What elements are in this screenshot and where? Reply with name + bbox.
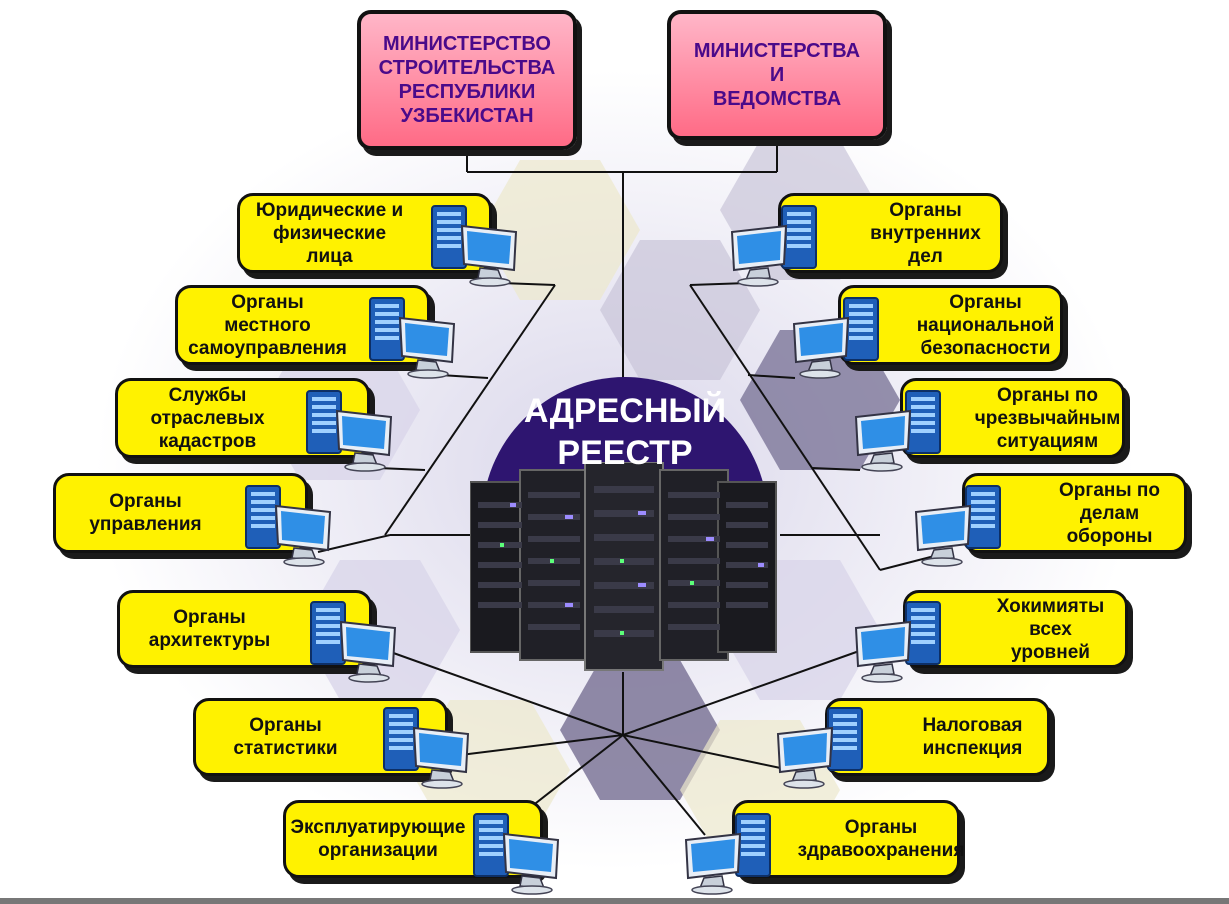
- computer-icon: [473, 813, 560, 895]
- connector-left-4: [384, 649, 624, 736]
- computer-icon: [730, 205, 817, 287]
- computer-icon: [306, 390, 393, 472]
- computer-icon: [383, 707, 470, 789]
- ministry-construction-box: МИНИСТЕРСТВО СТРОИТЕЛЬСТВА РЕСПУБЛИКИ УЗ…: [357, 10, 577, 150]
- computer-icon: [776, 707, 863, 789]
- computer-icon: [245, 485, 332, 567]
- connector-right-4: [622, 649, 863, 736]
- server-rack-icon: [470, 462, 777, 671]
- connector-left-2: [377, 467, 426, 471]
- computer-icon: [684, 813, 771, 895]
- connector-left-3: [317, 534, 391, 553]
- ministries-agencies-box: МИНИСТЕРСТВА И ВЕДОМСТВА: [667, 10, 887, 140]
- connector-right-2: [811, 467, 861, 471]
- connector-left-1: [439, 374, 489, 379]
- connector-right-6: [622, 734, 706, 836]
- computer-icon: [310, 601, 397, 683]
- connector-right-1: [747, 374, 796, 379]
- computer-icon: [792, 297, 879, 379]
- computer-icon: [431, 205, 518, 287]
- computer-icon: [914, 485, 1001, 567]
- computer-icon: [369, 297, 456, 379]
- computer-icon: [854, 601, 941, 683]
- computer-icon: [854, 390, 941, 472]
- registry-title: АДРЕСНЫЙ РЕЕСТР: [523, 392, 727, 472]
- connector-left-spine: [384, 284, 556, 536]
- connector-right-spine: [689, 284, 881, 571]
- connector-right-5: [622, 734, 791, 771]
